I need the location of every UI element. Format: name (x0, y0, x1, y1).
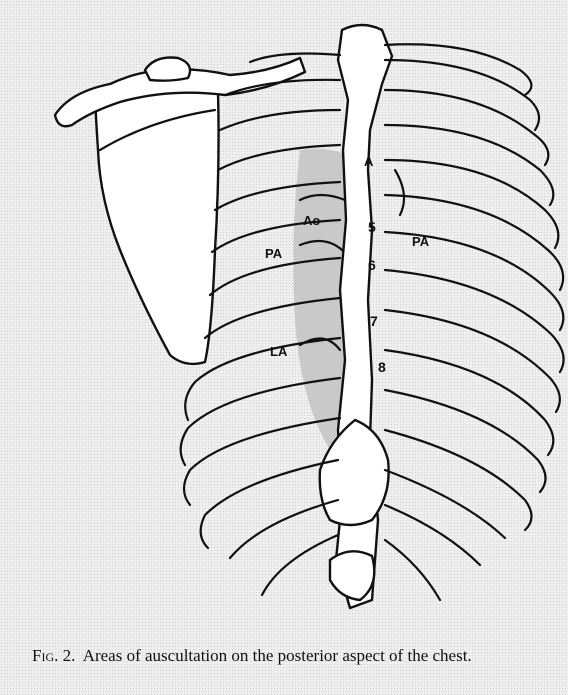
figure-caption: Fig. 2. Areas of auscultation on the pos… (32, 645, 552, 667)
thorax-illustration: A Ao PA PA LA 5 6 7 8 (0, 0, 568, 640)
label-vertebra-7: 7 (370, 313, 378, 329)
ribs-right (385, 44, 564, 600)
caption-text: Areas of auscultation on the posterior a… (83, 646, 472, 665)
label-pulmonary-left: PA (265, 246, 283, 261)
label-left-atrial: LA (270, 344, 288, 359)
label-aorta: Ao (303, 213, 320, 228)
label-aortic: A (364, 154, 374, 169)
scapula (95, 85, 219, 364)
label-vertebra-5: 5 (368, 219, 376, 235)
label-vertebra-8: 8 (378, 359, 386, 375)
label-vertebra-6: 6 (368, 257, 376, 273)
acromion (145, 58, 190, 81)
label-pulmonary-right: PA (412, 234, 430, 249)
caption-figure-number: Fig. 2. (32, 646, 75, 665)
